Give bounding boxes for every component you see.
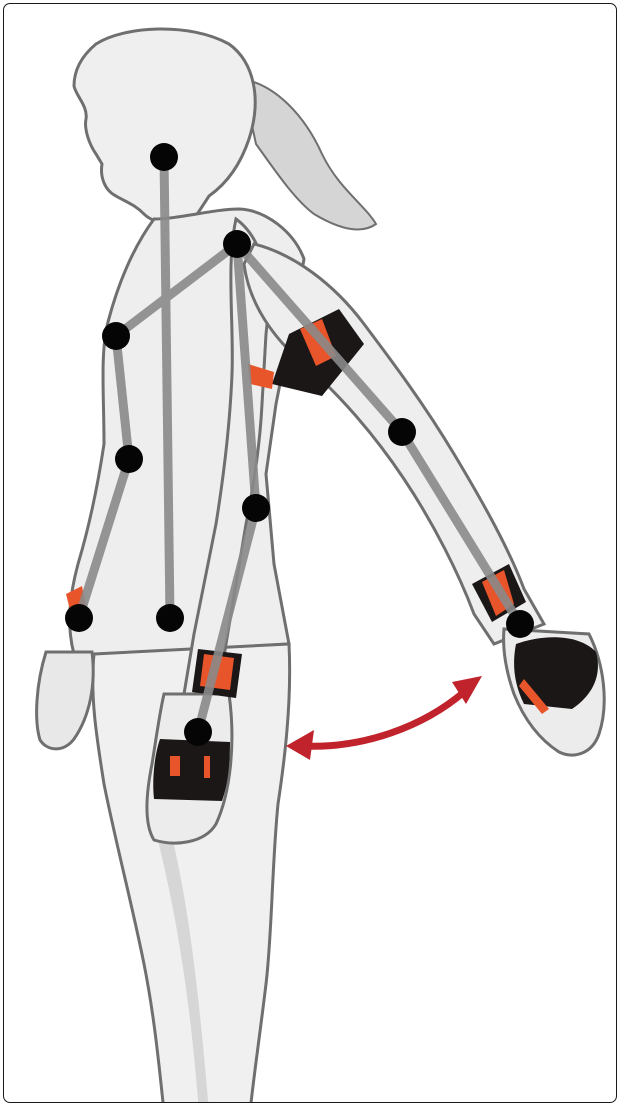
glove-sensor <box>153 739 230 801</box>
motion-arrow <box>286 676 482 760</box>
figure-frame <box>3 3 617 1103</box>
joint-spine-mid <box>115 445 143 473</box>
joint-neck-shoulder <box>223 230 251 258</box>
joint-pelvis <box>156 604 184 632</box>
motion-arrowhead-left <box>286 730 314 760</box>
body-silhouette <box>37 29 605 1103</box>
bone-spine <box>164 157 170 618</box>
joint-left-elbow <box>242 494 270 522</box>
joint-head <box>150 143 178 171</box>
joint-left-hip <box>65 604 93 632</box>
joint-right-elbow <box>388 418 416 446</box>
motion-arrow-curve <box>302 692 464 746</box>
ponytail <box>242 79 376 229</box>
joint-left-shoulder <box>102 322 130 350</box>
back-hand <box>37 652 94 749</box>
figure-svg <box>4 4 617 1103</box>
joint-right-wrist <box>506 610 534 638</box>
bone-ext-forearm <box>402 432 520 624</box>
joint-left-hand <box>184 718 212 746</box>
